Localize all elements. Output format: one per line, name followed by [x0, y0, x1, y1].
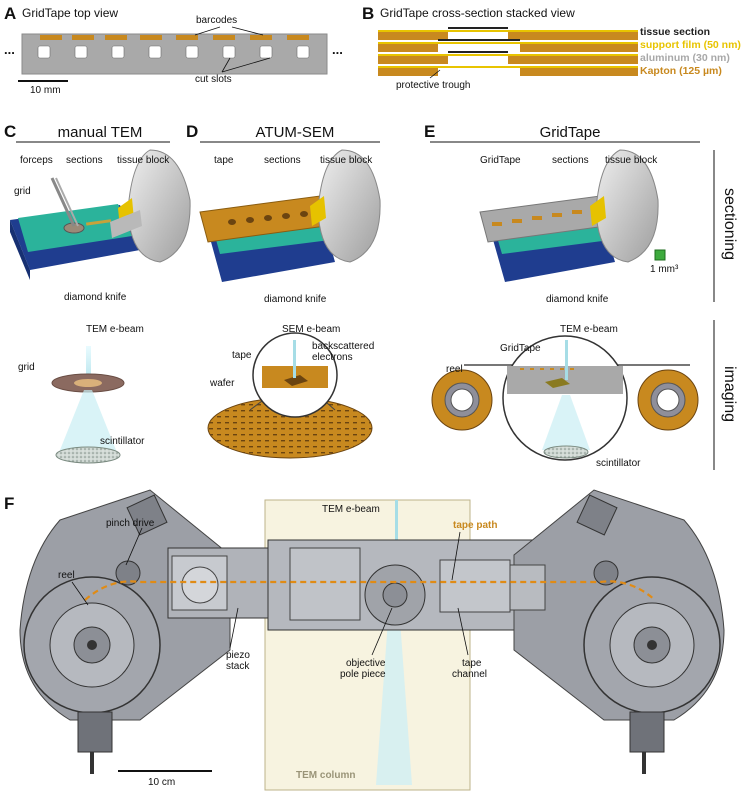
- sections-label-e: sections: [552, 155, 589, 166]
- tissue-block-label-d: tissue block: [320, 155, 373, 166]
- atum-sem-sectioning: [199, 149, 381, 282]
- sections-label-c: sections: [66, 155, 103, 166]
- panel-letter-a: A: [4, 4, 17, 23]
- gridtape-label-e: GridTape: [480, 155, 521, 166]
- tissue-block-label-c: tissue block: [117, 155, 170, 166]
- objective-label-2: pole piece: [340, 669, 386, 680]
- tape-label-d: tape: [214, 155, 234, 166]
- panel-c-title: manual TEM: [57, 124, 143, 141]
- grid-label-c: grid: [14, 186, 31, 197]
- legend-aluminum: aluminum (30 nm): [640, 52, 730, 64]
- sections-label-d: sections: [264, 155, 301, 166]
- cut-slots-label: cut slots: [195, 74, 232, 85]
- barcodes-label: barcodes: [196, 15, 238, 26]
- tem-beam-label-f: TEM e-beam: [322, 504, 380, 515]
- legend-support-film: support film (50 nm): [640, 39, 741, 51]
- diamond-knife-label-c: diamond knife: [64, 292, 127, 303]
- panel-e-title: GridTape: [539, 124, 601, 141]
- protective-trough-label: protective trough: [396, 80, 471, 91]
- ellipsis-right: ...: [332, 42, 343, 57]
- panel-letter-e: E: [424, 122, 436, 141]
- backscattered-label: backscattered: [312, 341, 375, 352]
- tem-stage-assembly: [19, 489, 725, 791]
- electrons-label: electrons: [312, 352, 353, 363]
- gridtape-imaging: [431, 335, 699, 461]
- volume-label: 1 mm³: [650, 264, 679, 275]
- gridtape-label-e-imaging: GridTape: [500, 343, 541, 354]
- objective-label-1: objective: [346, 658, 386, 669]
- side-label-imaging: imaging: [721, 366, 738, 423]
- atum-sem-imaging: [207, 332, 373, 459]
- manual-tem-imaging: [51, 346, 125, 464]
- pinch-drive-label: pinch drive: [106, 518, 155, 529]
- cross-section-stack: [378, 27, 638, 79]
- sem-beam-label: SEM e-beam: [282, 324, 341, 335]
- piezo-label-2: stack: [226, 661, 250, 672]
- grid-label-c-imaging: grid: [18, 362, 35, 373]
- tape-path-label: tape path: [453, 520, 498, 531]
- forceps-label: forceps: [20, 155, 53, 166]
- scintillator-label-c: scintillator: [100, 436, 145, 447]
- panel-d-title: ATUM-SEM: [255, 124, 335, 141]
- piezo-label-1: piezo: [226, 650, 250, 661]
- wafer-label: wafer: [210, 378, 235, 389]
- channel-label-1: tape: [462, 658, 482, 669]
- scintillator-label-e: scintillator: [596, 458, 641, 469]
- gridtape-top-view: [18, 26, 328, 82]
- ellipsis-left: ...: [4, 42, 15, 57]
- panel-letter-c: C: [4, 122, 17, 141]
- diamond-knife-label-d: diamond knife: [264, 294, 327, 305]
- side-label-sectioning: sectioning: [721, 188, 738, 261]
- panel-b-title: GridTape cross-section stacked view: [380, 6, 575, 20]
- tissue-block-label-e: tissue block: [605, 155, 658, 166]
- gridtape-sectioning: [479, 149, 666, 282]
- reel-label-e: reel: [446, 364, 463, 375]
- channel-label-2: channel: [452, 669, 488, 680]
- diamond-knife-label-e: diamond knife: [546, 294, 609, 305]
- tape-label-d-imaging: tape: [232, 350, 252, 361]
- tem-column-label: TEM column: [296, 770, 356, 781]
- legend-kapton: Kapton (125 µm): [640, 65, 722, 77]
- tem-beam-label-e: TEM e-beam: [560, 324, 618, 335]
- scale-label-f: 10 cm: [148, 777, 176, 788]
- panel-letter-d: D: [186, 122, 199, 141]
- manual-tem-sectioning: [10, 149, 191, 280]
- scale-label-a: 10 mm: [30, 85, 61, 96]
- panel-a-title: GridTape top view: [22, 6, 119, 20]
- reel-label-f: reel: [58, 570, 75, 581]
- panel-letter-b: B: [362, 4, 375, 23]
- tem-beam-label-c: TEM e-beam: [86, 324, 144, 335]
- panel-letter-f: F: [4, 494, 15, 513]
- legend-tissue-section: tissue section: [640, 26, 711, 38]
